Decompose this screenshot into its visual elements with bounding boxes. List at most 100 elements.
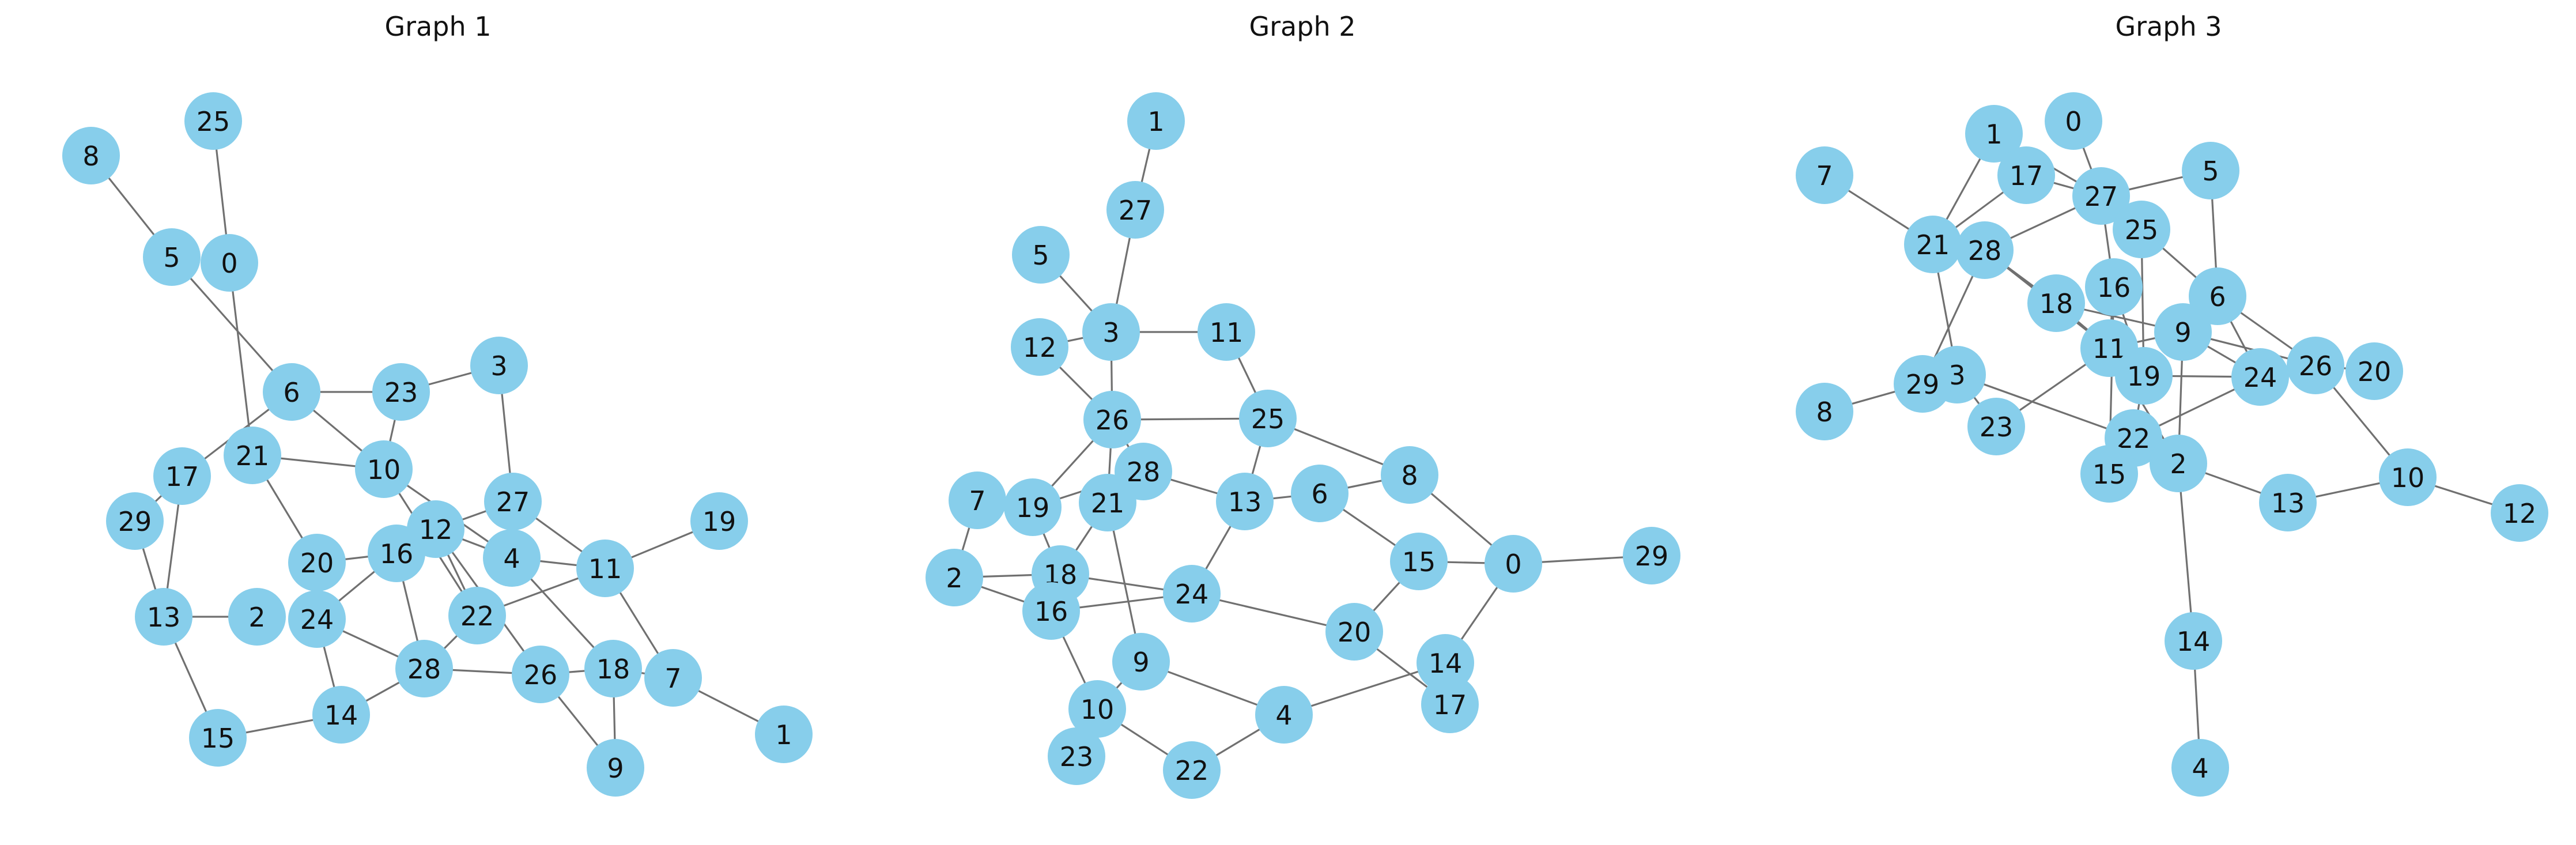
node-17: 17: [153, 447, 211, 505]
node-8: 8: [1381, 446, 1438, 504]
node-2: 2: [926, 549, 983, 606]
node-label: 17: [1433, 689, 1467, 720]
node-circle: [1198, 303, 1255, 361]
node-label: 6: [2209, 281, 2226, 312]
node-circle: [288, 590, 346, 648]
node-15: 15: [2080, 445, 2138, 503]
node-circle: [1291, 465, 1349, 522]
node-label: 9: [607, 753, 624, 784]
node-circle: [1894, 355, 1951, 413]
node-20: 20: [288, 534, 346, 591]
node-label: 12: [2503, 498, 2537, 529]
node-circle: [2113, 201, 2170, 258]
node-circle: [135, 588, 192, 646]
node-circle: [2171, 739, 2229, 797]
node-label: 26: [2299, 350, 2333, 382]
node-circle: [228, 588, 286, 646]
node-circle: [1022, 582, 1080, 640]
node-circle: [1965, 105, 2023, 163]
node-7: 7: [1796, 146, 1853, 204]
edge-5-6: [171, 256, 293, 393]
node-9: 9: [587, 739, 644, 797]
node-circle: [2165, 612, 2222, 670]
node-label: 8: [1401, 460, 1418, 491]
node-1: 1: [755, 706, 813, 763]
node-label: 1: [775, 719, 792, 750]
node-7: 7: [949, 471, 1006, 529]
node-label: 0: [2065, 106, 2082, 137]
node-circle: [153, 447, 211, 505]
node-label: 1: [1985, 119, 2002, 150]
node-circle: [2287, 337, 2344, 394]
node-7: 7: [644, 649, 702, 707]
node-circle: [1082, 303, 1140, 361]
node-6: 6: [1291, 465, 1349, 522]
node-25: 25: [2113, 201, 2170, 258]
node-label: 0: [1505, 549, 1521, 580]
node-circle: [1127, 92, 1185, 150]
node-label: 25: [197, 106, 231, 137]
node-29: 29: [1894, 355, 1951, 413]
node-label: 27: [1119, 195, 1153, 226]
node-label: 10: [367, 454, 401, 485]
node-29: 29: [106, 492, 164, 550]
node-circle: [224, 427, 281, 484]
node-12: 12: [2491, 484, 2548, 542]
node-circle: [2182, 142, 2239, 199]
node-18: 18: [584, 640, 642, 697]
node-circle: [1381, 446, 1438, 504]
node-27: 27: [484, 473, 542, 530]
node-26: 26: [512, 646, 569, 703]
edge-0-21: [228, 262, 254, 456]
node-label: 7: [1816, 160, 1833, 191]
node-circle: [587, 739, 644, 797]
node-circle: [1485, 535, 1542, 593]
node-circle: [1083, 391, 1141, 448]
node-circle: [1004, 478, 1062, 536]
node-label: 7: [664, 663, 681, 694]
node-circle: [755, 706, 813, 763]
node-label: 7: [969, 485, 985, 516]
node-label: 13: [147, 602, 181, 633]
node-circle: [395, 640, 453, 697]
node-label: 6: [1311, 478, 1328, 510]
node-circle: [448, 587, 506, 644]
node-label: 27: [2084, 181, 2118, 212]
node-label: 29: [1635, 541, 1669, 572]
node-23: 23: [1048, 727, 1105, 785]
node-circle: [1079, 474, 1136, 531]
node-label: 12: [419, 514, 453, 545]
node-label: 15: [1402, 546, 1436, 578]
node-circle: [1967, 398, 2025, 455]
node-13: 13: [2259, 474, 2317, 531]
node-label: 28: [1968, 235, 2002, 266]
node-label: 16: [1034, 596, 1068, 627]
node-18: 18: [2027, 274, 2085, 332]
node-20: 20: [1325, 603, 1383, 661]
node-1: 1: [1965, 105, 2023, 163]
node-circle: [2154, 303, 2212, 361]
node-8: 8: [62, 127, 120, 184]
node-23: 23: [1967, 398, 2025, 455]
node-circle: [2150, 435, 2207, 492]
node-circle: [2345, 342, 2403, 400]
node-circle: [1325, 603, 1383, 661]
node-9: 9: [2154, 303, 2212, 361]
node-label: 21: [1916, 229, 1950, 261]
node-circle: [2115, 347, 2173, 405]
node-4: 4: [483, 529, 541, 587]
node-circle: [184, 92, 242, 150]
node-13: 13: [1216, 473, 1274, 530]
node-label: 10: [1081, 694, 1115, 725]
node-label: 2: [248, 602, 265, 633]
node-label: 4: [2192, 753, 2208, 784]
node-label: 2: [2170, 448, 2186, 480]
node-circle: [1390, 533, 1448, 590]
node-label: 15: [2092, 459, 2126, 490]
node-circle: [2379, 448, 2437, 506]
node-label: 15: [201, 723, 235, 754]
